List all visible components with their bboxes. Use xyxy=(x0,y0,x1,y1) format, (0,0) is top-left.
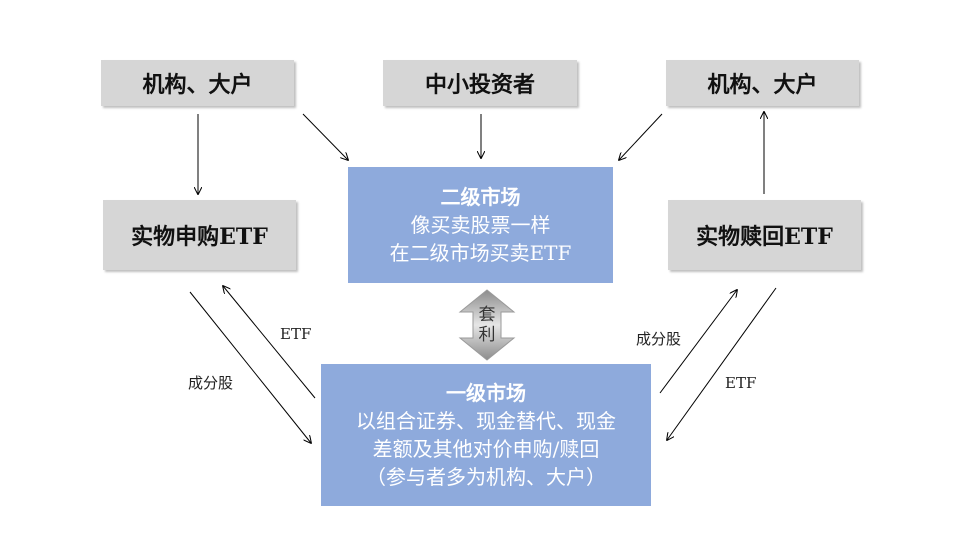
label-right-etf: ETF xyxy=(725,374,757,392)
box-institutions-left: 机构、大户 xyxy=(101,60,294,106)
arbitrage-char-1: 套 xyxy=(478,305,496,325)
arrow-creation-to-primary xyxy=(189,291,311,443)
primary-market-line3: （参与者多为机构、大户） xyxy=(366,465,606,489)
primary-market-title: 一级市场 xyxy=(446,381,526,405)
box-institutions-right: 机构、大户 xyxy=(666,60,859,106)
secondary-market-line1: 像买卖股票一样 xyxy=(410,213,551,237)
box-retail-investors: 中小投资者 xyxy=(383,60,577,106)
box-retail-investors-label: 中小投资者 xyxy=(424,72,535,98)
arbitrage-double-arrow xyxy=(458,289,516,361)
arrow-redemption-to-primary xyxy=(667,287,777,440)
arbitrage-label: 套 利 xyxy=(477,305,497,345)
arrow-primary-to-redemption xyxy=(659,290,737,394)
arrow-primary-to-creation xyxy=(223,286,316,399)
label-right-components: 成分股 xyxy=(636,330,682,348)
box-secondary-market: 二级市场 像买卖股票一样 在二级市场买卖ETF xyxy=(348,167,613,283)
label-left-components: 成分股 xyxy=(188,374,234,392)
primary-market-line1: 以组合证券、现金替代、现金 xyxy=(356,409,616,433)
label-left-etf: ETF xyxy=(280,325,312,343)
box-primary-market: 一级市场 以组合证券、现金替代、现金 差额及其他对价申购/赎回 （参与者多为机构… xyxy=(321,364,651,506)
primary-market-line2: 差额及其他对价申购/赎回 xyxy=(372,437,600,461)
box-institutions-left-label: 机构、大户 xyxy=(142,72,253,98)
secondary-market-title: 二级市场 xyxy=(440,185,521,209)
arrow-topleft-to-secondary xyxy=(302,113,348,160)
box-creation: 实物申购ETF xyxy=(103,200,296,270)
box-redemption-label: 实物赎回ETF xyxy=(696,224,833,250)
box-institutions-right-label: 机构、大户 xyxy=(707,72,818,98)
arbitrage-char-2: 利 xyxy=(478,325,496,345)
arrow-topright-to-secondary xyxy=(619,113,663,160)
box-creation-label: 实物申购ETF xyxy=(131,224,268,250)
box-redemption: 实物赎回ETF xyxy=(668,200,861,270)
secondary-market-line2: 在二级市场买卖ETF xyxy=(389,241,572,265)
